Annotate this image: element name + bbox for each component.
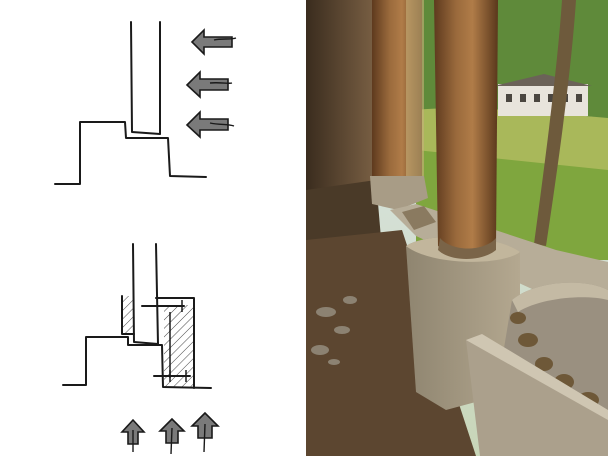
hatched-sleeve-left bbox=[122, 296, 134, 334]
base-outline bbox=[54, 121, 207, 185]
column-outline bbox=[130, 21, 161, 135]
near-timber-column bbox=[434, 0, 498, 254]
base-outline bbox=[62, 336, 212, 389]
sleeve-right-outline bbox=[155, 297, 195, 389]
left-pointing-arrow-icon bbox=[185, 110, 235, 139]
sleeve-left-outline bbox=[121, 295, 135, 335]
left-pointing-arrow-icon bbox=[190, 28, 237, 56]
left-pointing-arrow-icon bbox=[185, 70, 233, 99]
rammed-earth-wall bbox=[306, 0, 376, 200]
photo-panel bbox=[306, 0, 608, 456]
tree-trunk bbox=[534, 0, 576, 246]
column-outline bbox=[132, 243, 159, 345]
up-pointing-arrow-icon bbox=[190, 411, 220, 453]
hatched-sleeve-right bbox=[164, 305, 194, 387]
rubble bbox=[311, 296, 357, 365]
sketch-panel bbox=[54, 21, 237, 455]
sketch-drawing bbox=[54, 21, 237, 455]
top-section-sketch bbox=[54, 21, 207, 185]
distant-house bbox=[494, 74, 592, 116]
up-pointing-arrow-icon bbox=[158, 417, 186, 455]
foreground-ledge bbox=[466, 334, 608, 456]
far-base-ledge bbox=[370, 176, 428, 210]
photo-scene bbox=[306, 0, 608, 456]
up-pointing-arrow-icon bbox=[120, 418, 146, 452]
bottom-section-sketch bbox=[62, 243, 212, 389]
